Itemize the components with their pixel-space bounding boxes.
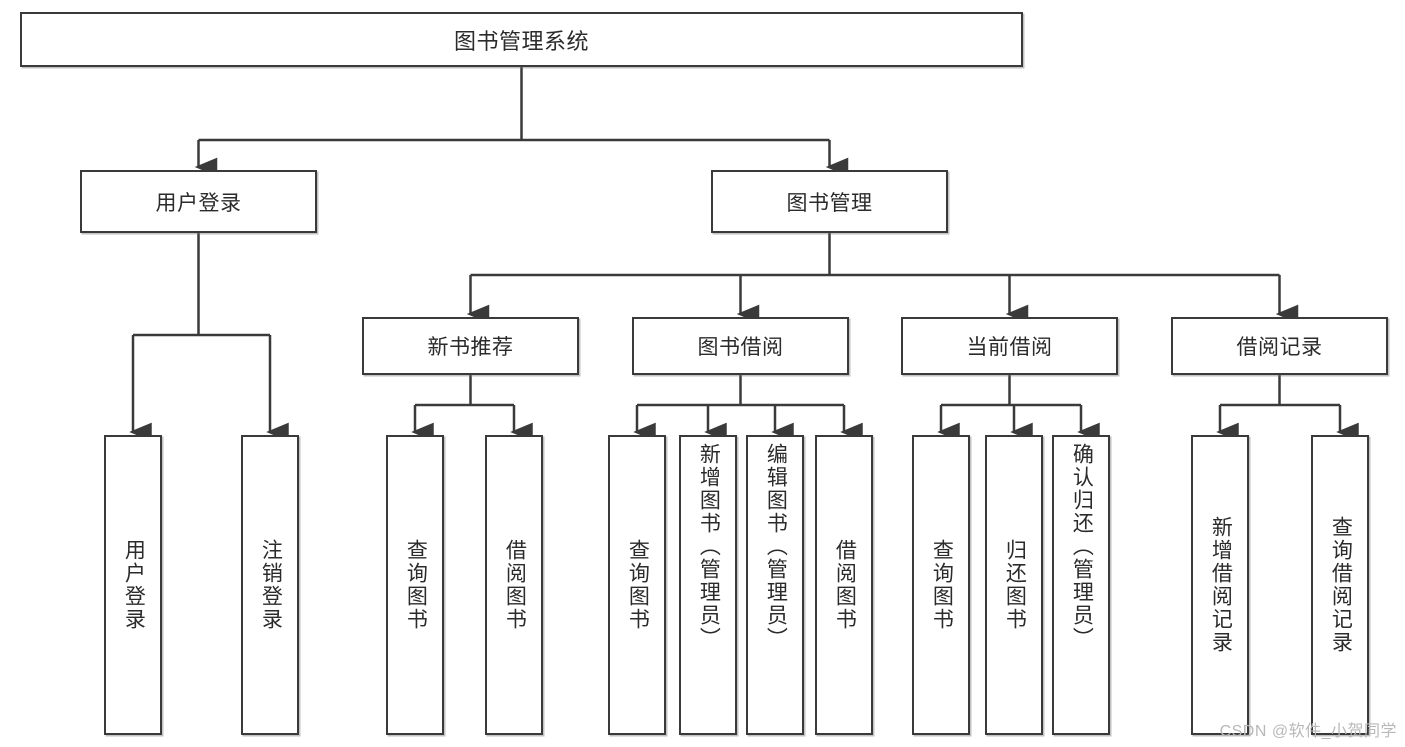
node-leaf-add-book-admin-label: 新增图书（管理员）	[697, 443, 721, 650]
node-leaf-query-borrow-record-label: 查询借阅记录	[1329, 516, 1353, 654]
node-root-label: 图书管理系统	[453, 28, 589, 54]
node-leaf-confirm-return-admin[interactable]: 确认归还（管理员）	[1052, 435, 1110, 735]
node-leaf-borrow-book-rec-label: 借阅图书	[503, 539, 527, 631]
node-user-login[interactable]: 用户登录	[80, 170, 317, 233]
node-leaf-query-book-borrow[interactable]: 查询图书	[608, 435, 666, 735]
node-new-book-recommend[interactable]: 新书推荐	[362, 317, 579, 375]
node-leaf-edit-book-admin[interactable]: 编辑图书（管理员）	[746, 435, 804, 735]
node-book-manage[interactable]: 图书管理	[711, 170, 948, 233]
node-leaf-query-book-rec-label: 查询图书	[404, 539, 428, 631]
node-leaf-logout-label: 注销登录	[259, 539, 283, 631]
node-current-borrow-label: 当前借阅	[966, 336, 1053, 359]
node-leaf-query-book-cur[interactable]: 查询图书	[912, 435, 970, 735]
node-root[interactable]: 图书管理系统	[20, 12, 1023, 67]
node-user-login-label: 用户登录	[155, 191, 242, 215]
node-book-manage-label: 图书管理	[786, 191, 873, 215]
node-leaf-return-book[interactable]: 归还图书	[985, 435, 1043, 735]
node-borrow-record-label: 借阅记录	[1236, 336, 1323, 359]
node-book-borrow[interactable]: 图书借阅	[632, 317, 849, 375]
node-leaf-confirm-return-admin-label: 确认归还（管理员）	[1070, 443, 1094, 650]
node-leaf-query-book-cur-label: 查询图书	[930, 539, 954, 631]
node-leaf-user-login[interactable]: 用户登录	[104, 435, 162, 735]
node-leaf-add-book-admin[interactable]: 新增图书（管理员）	[679, 435, 737, 735]
node-leaf-logout[interactable]: 注销登录	[241, 435, 299, 735]
node-leaf-query-borrow-record[interactable]: 查询借阅记录	[1311, 435, 1369, 735]
watermark-text: CSDN @软件_小贺同学	[1219, 723, 1397, 740]
node-book-borrow-label: 图书借阅	[697, 336, 784, 359]
node-leaf-add-borrow-record-label: 新增借阅记录	[1209, 516, 1233, 654]
node-leaf-user-login-label: 用户登录	[122, 539, 146, 631]
node-leaf-borrow-book[interactable]: 借阅图书	[815, 435, 873, 735]
node-borrow-record[interactable]: 借阅记录	[1171, 317, 1388, 375]
node-leaf-query-book-rec[interactable]: 查询图书	[386, 435, 444, 735]
node-leaf-borrow-book-label: 借阅图书	[833, 539, 857, 631]
node-leaf-return-book-label: 归还图书	[1003, 539, 1027, 631]
node-current-borrow[interactable]: 当前借阅	[901, 317, 1118, 375]
node-new-book-recommend-label: 新书推荐	[427, 336, 514, 359]
node-leaf-borrow-book-rec[interactable]: 借阅图书	[485, 435, 543, 735]
node-leaf-edit-book-admin-label: 编辑图书（管理员）	[764, 443, 788, 650]
node-leaf-query-book-borrow-label: 查询图书	[626, 539, 650, 631]
node-leaf-add-borrow-record[interactable]: 新增借阅记录	[1191, 435, 1249, 735]
